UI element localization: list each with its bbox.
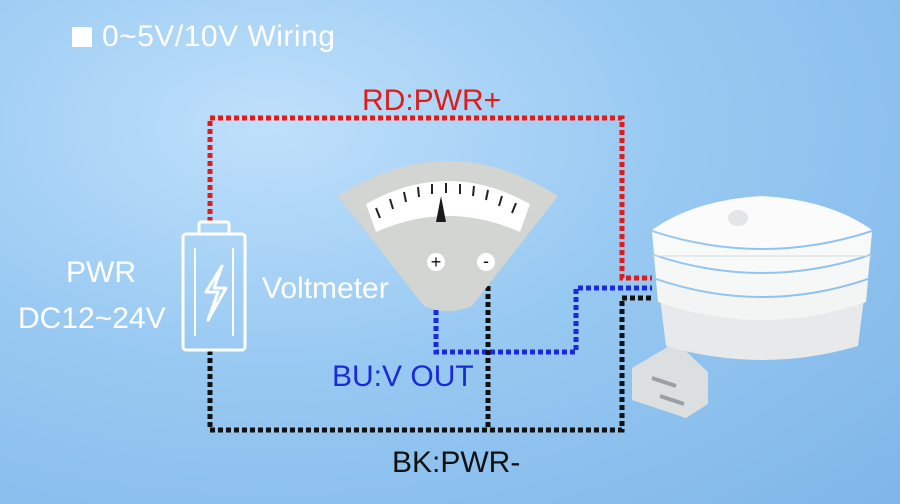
- meter-minus-terminal: [477, 253, 495, 271]
- red-wire-label: RD:PWR+: [362, 84, 502, 117]
- power-label: PWR: [66, 256, 136, 289]
- voltmeter-icon: + -: [338, 161, 558, 311]
- sensor-device-image: [632, 196, 872, 418]
- black-wire: [207, 270, 652, 433]
- meter-plus-terminal: [427, 253, 445, 271]
- blue-wire-label: BU:V OUT: [332, 360, 474, 393]
- title: 0~5V/10V Wiring: [72, 20, 335, 54]
- red-wire: [207, 115, 652, 281]
- power-voltage-label: DC12~24V: [18, 302, 166, 335]
- title-text: 0~5V/10V Wiring: [102, 20, 336, 53]
- voltmeter-label: Voltmeter: [262, 272, 389, 305]
- black-wire-label: BK:PWR-: [392, 446, 521, 479]
- meter-needle: [436, 196, 446, 222]
- meter-scale: [375, 183, 517, 219]
- meter-minus-sign: -: [483, 251, 489, 271]
- meter-plus-sign: +: [431, 252, 442, 272]
- title-bullet: [72, 27, 92, 47]
- battery-icon: [181, 220, 247, 352]
